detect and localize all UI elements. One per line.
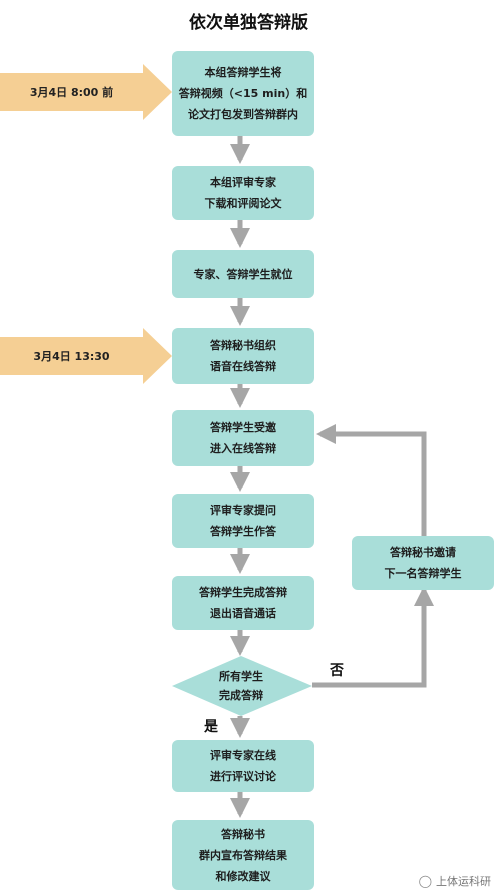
decision-label: 所有学生 完成答辩: [170, 664, 312, 708]
step-4-line-2: 语音在线答辩: [210, 360, 276, 373]
step-7-box: 答辩学生完成答辩 退出语音通话: [172, 576, 314, 630]
watermark-text: 上体运科研: [436, 875, 491, 888]
step-1-line-3: 论文打包发到答辩群内: [188, 108, 298, 121]
step-7-line-1: 答辩学生完成答辩: [199, 586, 287, 599]
step-6-box: 评审专家提问 答辩学生作答: [172, 494, 314, 548]
step-5-line-1: 答辩学生受邀: [210, 421, 276, 434]
step-1-box: 本组答辩学生将 答辩视频（<15 min）和 论文打包发到答辩群内: [172, 51, 314, 136]
step-6-line-2: 答辩学生作答: [210, 525, 276, 538]
step-3-box: 专家、答辩学生就位: [172, 250, 314, 298]
step-5-box: 答辩学生受邀 进入在线答辩: [172, 410, 314, 466]
step-8-box: 评审专家在线 进行评议讨论: [172, 740, 314, 792]
loop-line-1: 答辩秘书邀请: [390, 546, 456, 559]
no-branch-label: 否: [330, 663, 344, 679]
decision-diamond: [172, 656, 312, 716]
step-3-line-1: 专家、答辩学生就位: [193, 267, 293, 281]
step-4-line-1: 答辩秘书组织: [210, 339, 276, 352]
time-marker-2: 3月4日 13:30: [33, 350, 110, 363]
step-9-line-3: 和修改建议: [215, 869, 271, 883]
yes-branch-label: 是: [204, 719, 218, 735]
watermark: ◯ 上体运科研: [419, 873, 491, 889]
arrow-no-branch: [312, 586, 434, 688]
step-7-line-2: 退出语音通话: [210, 607, 276, 620]
step-4-box: 答辩秘书组织 语音在线答辩: [172, 328, 314, 384]
step-2-line-1: 本组评审专家: [210, 176, 276, 189]
chat-bubble-icon: ◯: [418, 874, 432, 888]
arrow-loop-back: [316, 424, 427, 536]
loop-line-2: 下一名答辩学生: [384, 567, 462, 580]
loop-box: 答辩秘书邀请 下一名答辩学生: [352, 536, 494, 590]
step-9-box: 答辩秘书 群内宣布答辩结果 和修改建议: [172, 820, 314, 890]
time-marker-arrow-2: [0, 328, 172, 384]
step-2-box: 本组评审专家 下载和评阅论文: [172, 166, 314, 220]
step-8-line-2: 进行评议讨论: [210, 770, 276, 783]
step-8-line-1: 评审专家在线: [210, 749, 276, 762]
decision-line-2: 完成答辩: [219, 689, 263, 702]
step-6-line-1: 评审专家提问: [210, 504, 276, 517]
step-5-line-2: 进入在线答辩: [210, 442, 276, 455]
step-9-line-1: 答辩秘书: [221, 827, 265, 841]
time-marker-1: 3月4日 8:00 前: [29, 86, 114, 99]
step-2-line-2: 下载和评阅论文: [204, 197, 282, 210]
diagram-title: 依次单独答辩版: [189, 13, 308, 33]
decision-line-1: 所有学生: [219, 670, 263, 683]
step-9-line-2: 群内宣布答辩结果: [199, 848, 287, 862]
step-1-line-1: 本组答辩学生将: [204, 66, 282, 79]
time-marker-arrow-1: [0, 64, 172, 120]
step-1-line-2: 答辩视频（<15 min）和: [178, 87, 308, 100]
